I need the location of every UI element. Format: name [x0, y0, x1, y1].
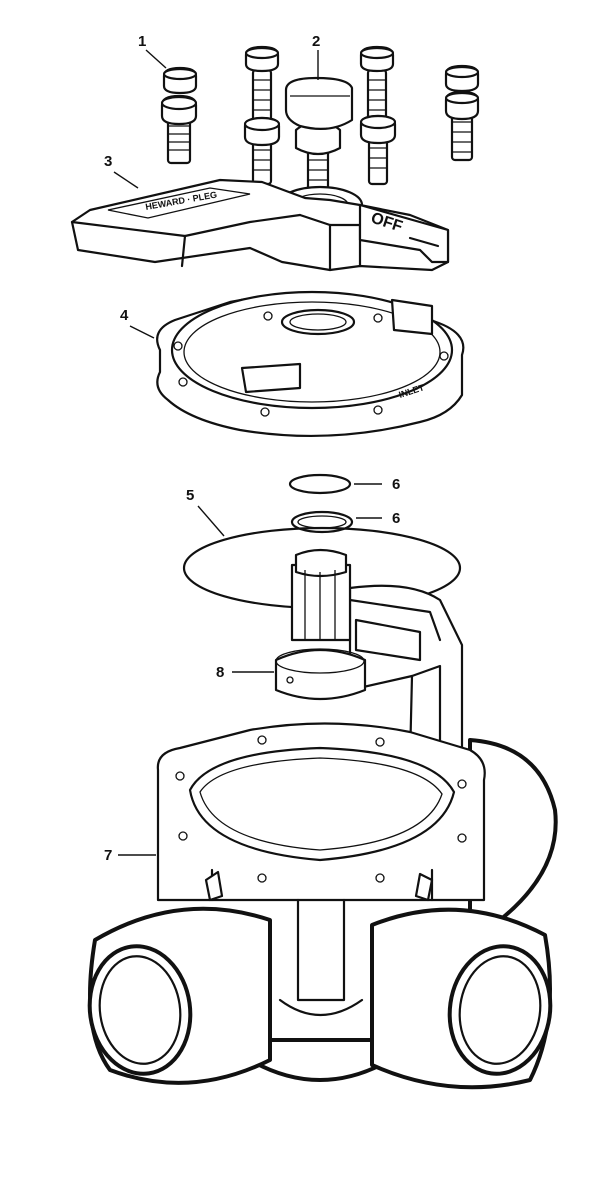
callout-4: 4 [120, 307, 155, 339]
callout-6b: 6 [356, 510, 400, 527]
callout-label-4: 4 [120, 307, 129, 324]
screw [244, 45, 280, 130]
o-ring-upper [288, 473, 352, 495]
callout-8: 8 [216, 664, 274, 681]
callout-7: 7 [104, 847, 156, 864]
callout-6a: 6 [354, 476, 400, 493]
screw [160, 94, 198, 165]
callout-label-8: 8 [216, 664, 224, 681]
screws [160, 45, 480, 186]
screw [162, 66, 198, 95]
knob [284, 76, 354, 197]
callout-label-7: 7 [104, 847, 112, 864]
callout-label-6-upper: 6 [392, 476, 400, 493]
screw [243, 116, 281, 186]
valve-body [87, 722, 558, 1090]
valve-lid: INLET [156, 290, 465, 437]
handle: HEWARD · PLEG OFF [70, 178, 450, 272]
screw [359, 45, 395, 124]
callout-3: 3 [104, 153, 139, 189]
screw [444, 64, 480, 162]
o-ring-lower [290, 510, 354, 534]
callout-label-6-lower: 6 [392, 510, 400, 527]
callout-label-3: 3 [104, 153, 112, 170]
callout-label-2: 2 [312, 33, 320, 50]
callout-label-5: 5 [186, 487, 194, 504]
callout-5: 5 [186, 487, 225, 537]
callout-1: 1 [138, 33, 167, 69]
callout-label-1: 1 [138, 33, 146, 50]
callout-2: 2 [312, 33, 320, 80]
screw [359, 114, 397, 186]
